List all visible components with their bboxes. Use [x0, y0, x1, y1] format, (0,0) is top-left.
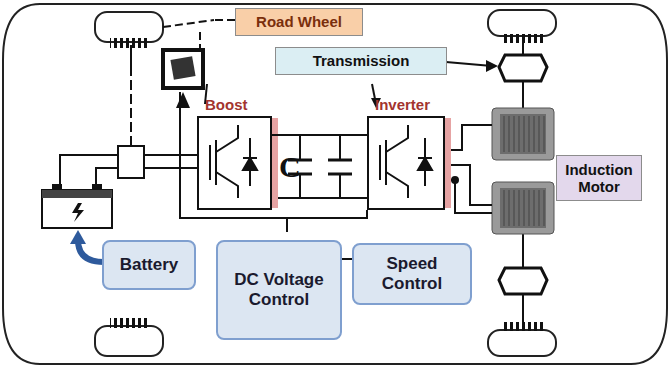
controller-chip [163, 50, 203, 88]
node-text: DC Voltage Control [224, 270, 334, 309]
node-text: Battery [120, 255, 179, 275]
connector [272, 135, 367, 136]
callout-box: Induction Motor [556, 155, 642, 201]
node-text: Induction Motor [565, 161, 633, 196]
car-body [3, 4, 667, 364]
node-text: Speed Control [360, 254, 464, 293]
battery-icon [42, 184, 112, 228]
connector [342, 259, 352, 260]
control-box: Battery [102, 240, 196, 290]
motor-image [492, 108, 554, 234]
igbt-symbol [210, 125, 432, 198]
node-text: Inverter [375, 96, 430, 113]
node-text: Transmission [313, 52, 410, 69]
control-box: DC Voltage Control [216, 240, 342, 340]
node-text: Boost [205, 96, 248, 113]
node-text: Road Wheel [256, 13, 342, 30]
inverter-block: Inverter [367, 116, 445, 210]
callout-box: Transmission [275, 47, 447, 75]
callout-box: Road Wheel [235, 8, 363, 36]
leader-line [200, 20, 235, 50]
transmission-gear [499, 55, 547, 294]
component-label: C [279, 150, 301, 184]
wheel [95, 318, 163, 356]
power-wire [60, 45, 492, 232]
wheel [488, 10, 556, 43]
control-box: Speed Control [352, 243, 472, 305]
wheel [488, 322, 556, 356]
wheel [95, 12, 163, 48]
boost-converter: Boost [197, 116, 272, 210]
leader-line [446, 62, 492, 66]
